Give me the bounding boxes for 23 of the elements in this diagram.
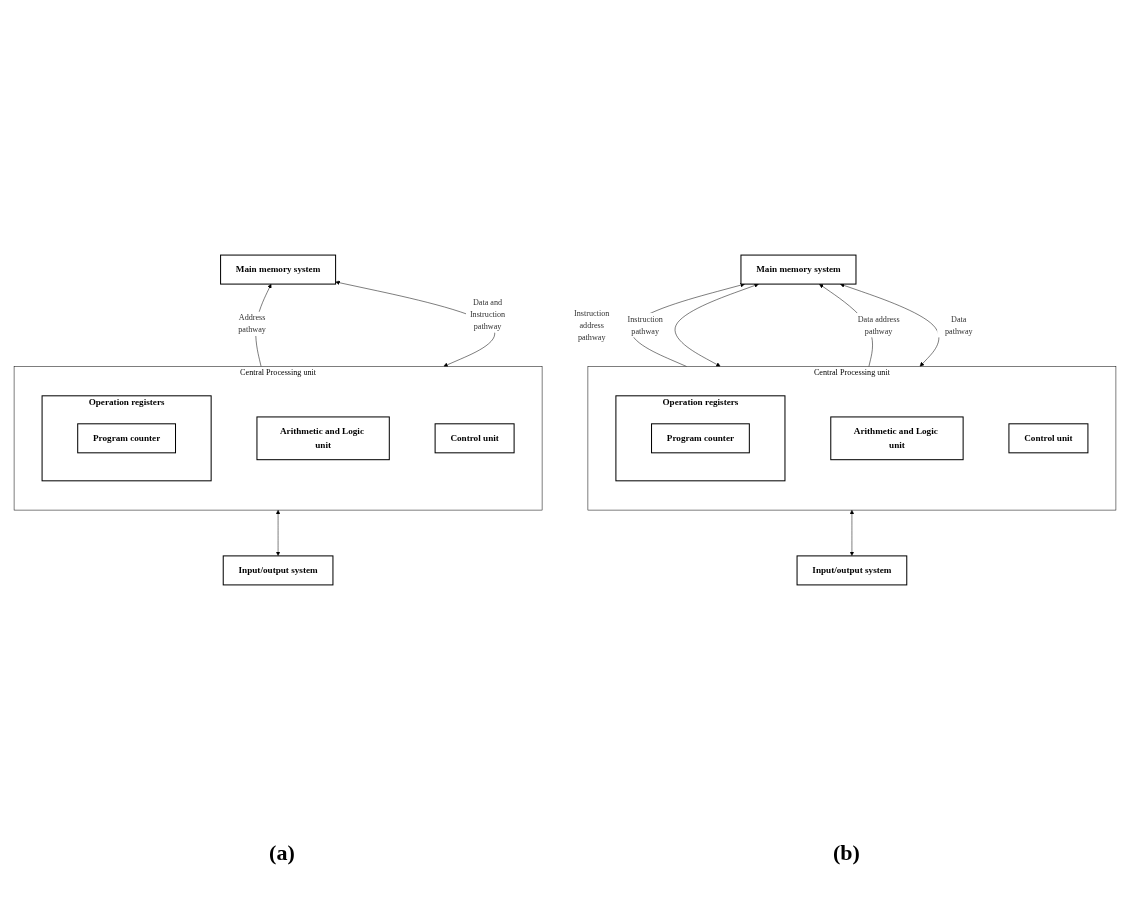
edge-label: Address pathway [237, 313, 266, 334]
edge-label: Instruction pathway [627, 314, 663, 336]
edge-label: Data and Instruction pathway [469, 297, 505, 331]
node-box [739, 254, 856, 285]
cluster [587, 366, 1116, 511]
edge-label: Data address pathway [857, 314, 900, 336]
node-box [222, 555, 333, 586]
node-box [829, 416, 964, 461]
block-diagram: Address pathway Data and Instruction pathway Instruction address pathway Instruction pathway Data address pathway Data pathway Central Processing unit Operation registers Program counter Arithmetic and Logic unit Control unit Central Processing unit Operation registers Program counter Arithmetic and Logic unit Control unit Main memory system Input/output system Main memory system Input/output system [9, 251, 1120, 589]
panel-label: (b) [833, 840, 860, 866]
node-box [76, 423, 176, 454]
node-box [434, 423, 515, 454]
node-box [1007, 423, 1088, 454]
panel-label: (a) [269, 840, 295, 866]
node-box [255, 416, 390, 461]
cluster [41, 395, 212, 482]
node-box [219, 254, 336, 285]
cluster [614, 395, 785, 482]
node-box [796, 555, 907, 586]
cluster [13, 366, 542, 511]
edge-label: Data pathway [944, 314, 973, 336]
edge-label: Instruction address pathway [573, 308, 609, 342]
node-box [650, 423, 750, 454]
